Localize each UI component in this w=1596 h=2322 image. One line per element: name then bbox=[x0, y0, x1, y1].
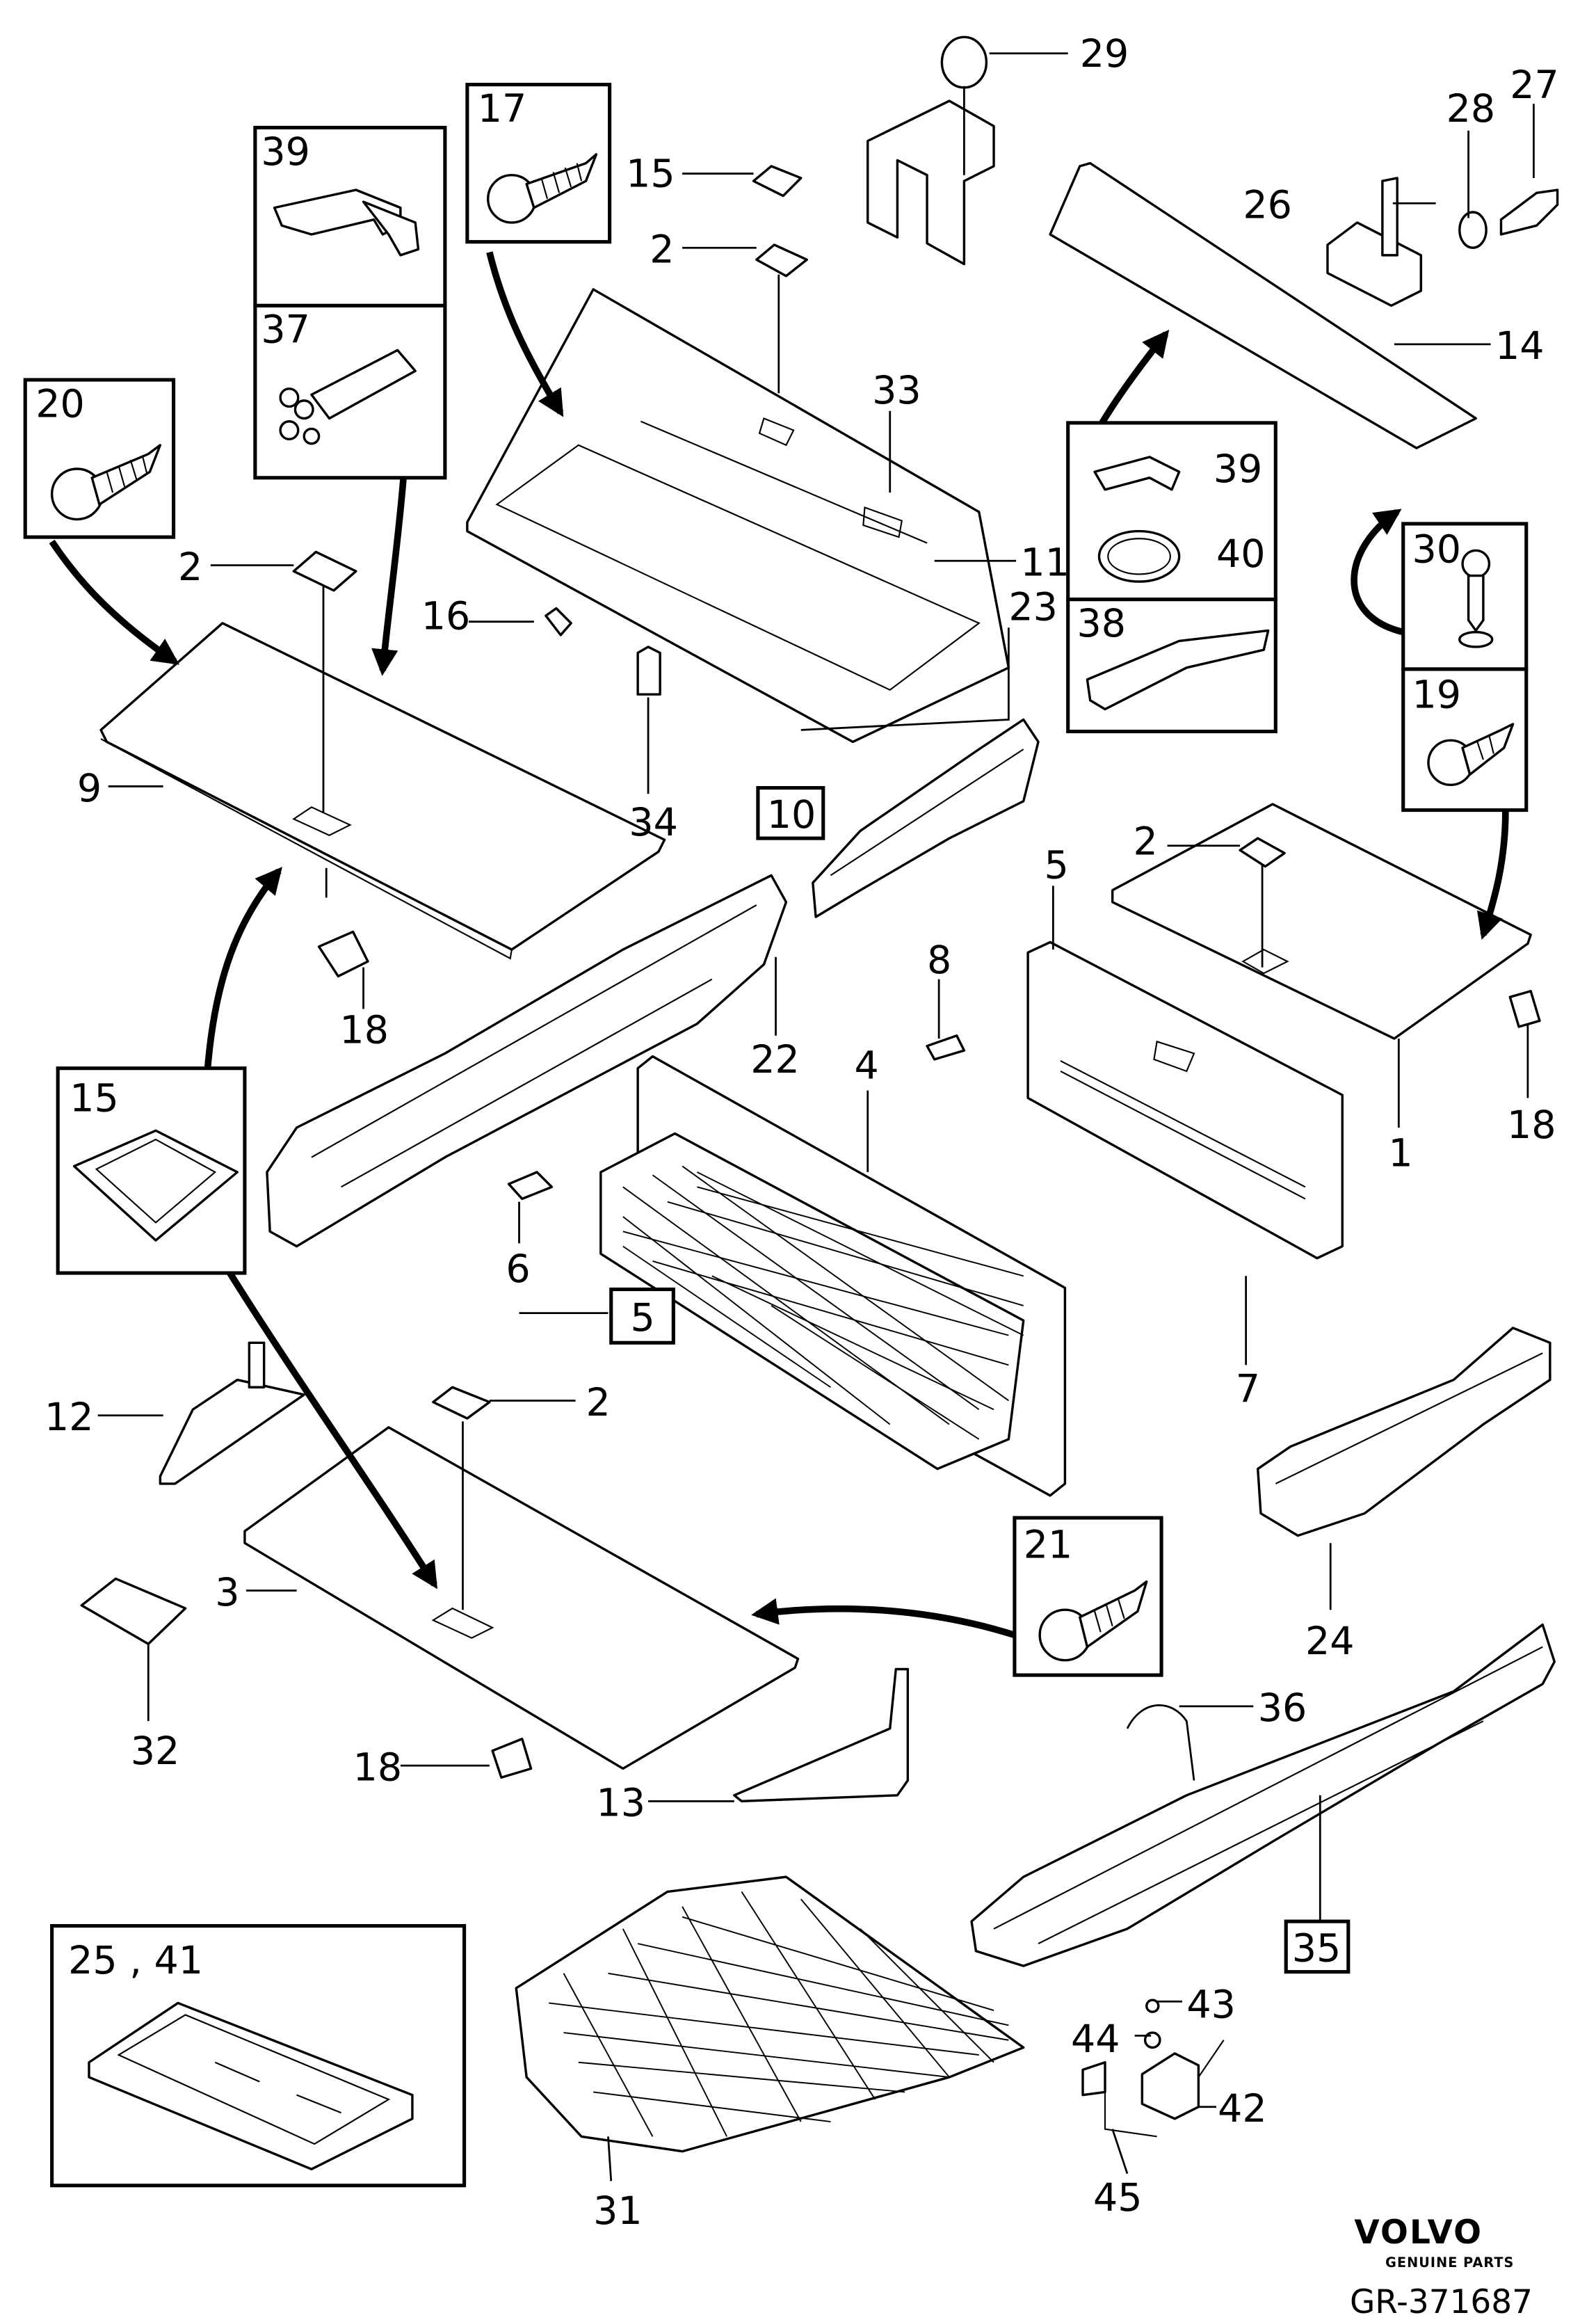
part-1-floor-panel bbox=[1111, 803, 1532, 1040]
inset-30-screw-washer bbox=[1401, 522, 1529, 671]
callout-32: 32 bbox=[131, 1729, 180, 1774]
inset-19-screw bbox=[1401, 667, 1529, 812]
part-3-floor-panel bbox=[243, 1426, 800, 1770]
callout-44: 44 bbox=[1071, 2017, 1120, 2062]
part-23-side-rail bbox=[812, 718, 1040, 918]
callout-35: 35 bbox=[1292, 1927, 1341, 1971]
callout-45: 45 bbox=[1093, 2176, 1143, 2220]
callout-11: 11 bbox=[1020, 541, 1070, 586]
part-4-net-panel bbox=[599, 1055, 1067, 1497]
inset-21-screw bbox=[1013, 1516, 1163, 1677]
callout-26: 26 bbox=[1243, 184, 1292, 228]
callout-40: 40 bbox=[1216, 532, 1266, 577]
part-10-hinged-panel bbox=[466, 288, 1010, 744]
part-36-hook bbox=[1126, 1704, 1195, 1781]
callout-18-left: 18 bbox=[339, 1008, 389, 1052]
callout-1: 1 bbox=[1388, 1131, 1412, 1176]
part-32-cap bbox=[80, 1577, 187, 1645]
callout-21: 21 bbox=[1024, 1523, 1073, 1568]
callout-23: 23 bbox=[1008, 586, 1058, 630]
callout-35-box bbox=[1284, 1919, 1351, 1974]
callout-4: 4 bbox=[855, 1044, 879, 1089]
part-29-bracket bbox=[866, 35, 995, 266]
small-fasteners bbox=[292, 165, 1541, 1779]
callout-5-box bbox=[609, 1287, 675, 1345]
brand-tagline: GENUINE PARTS bbox=[1385, 2255, 1514, 2271]
callout-30: 30 bbox=[1412, 527, 1462, 572]
callout-19: 19 bbox=[1412, 673, 1462, 717]
part-35-side-rail bbox=[970, 1623, 1556, 1967]
assembly-arrows bbox=[49, 251, 1509, 1639]
callout-36: 36 bbox=[1258, 1686, 1307, 1731]
callout-5: 5 bbox=[1045, 844, 1069, 888]
inset-17-screw bbox=[465, 83, 612, 244]
callout-labels: 29 28 27 26 14 15 2 33 11 23 2 16 9 34 1… bbox=[35, 32, 1559, 2234]
inset-37-strap bbox=[253, 303, 447, 480]
callout-43: 43 bbox=[1186, 1983, 1236, 2028]
inset-39-40-clip-ring bbox=[1066, 421, 1277, 602]
callout-6: 6 bbox=[506, 1247, 530, 1292]
part-13-side-cover bbox=[733, 1667, 910, 1803]
callout-2-lower: 2 bbox=[586, 1381, 610, 1425]
callout-3: 3 bbox=[215, 1571, 239, 1615]
callout-10: 10 bbox=[767, 793, 816, 838]
callout-7: 7 bbox=[1236, 1368, 1260, 1412]
callout-2-top: 2 bbox=[650, 228, 674, 273]
callout-5-boxed: 5 bbox=[630, 1296, 654, 1340]
callout-18-lower: 18 bbox=[353, 1745, 403, 1790]
part-24-side-rail bbox=[1256, 1327, 1551, 1537]
callout-27: 27 bbox=[1510, 63, 1559, 108]
callout-31: 31 bbox=[593, 2189, 643, 2234]
callout-18-right: 18 bbox=[1507, 1103, 1556, 1148]
callout-9: 9 bbox=[77, 767, 102, 811]
inset-39-clip bbox=[253, 125, 447, 307]
leader-lines bbox=[97, 52, 1535, 2181]
inset-25-41-tray bbox=[50, 1923, 467, 2188]
callout-8: 8 bbox=[927, 938, 951, 983]
inset-20-screw bbox=[23, 378, 176, 539]
callout-42: 42 bbox=[1218, 2087, 1267, 2131]
callout-16: 16 bbox=[421, 594, 471, 639]
callout-34: 34 bbox=[629, 801, 678, 845]
part-31-cargo-net bbox=[515, 1875, 1025, 2153]
callout-15-inset: 15 bbox=[70, 1077, 119, 1121]
callout-17: 17 bbox=[478, 87, 527, 131]
part-26-28-bracket-fastener bbox=[1326, 177, 1559, 307]
callout-10-box bbox=[756, 786, 825, 840]
callout-37: 37 bbox=[261, 308, 310, 353]
callout-2-left: 2 bbox=[178, 545, 202, 590]
callout-20: 20 bbox=[35, 382, 85, 426]
callout-2-right: 2 bbox=[1134, 820, 1158, 865]
inset-38-strap bbox=[1066, 598, 1277, 734]
callout-22: 22 bbox=[750, 1038, 800, 1082]
callout-12: 12 bbox=[45, 1395, 94, 1440]
part-12-side-cover bbox=[159, 1341, 305, 1485]
inset-15-cover bbox=[56, 1066, 247, 1275]
callout-15: 15 bbox=[626, 152, 675, 197]
callout-25-41: 25 , 41 bbox=[68, 1939, 203, 1983]
callout-29: 29 bbox=[1080, 32, 1129, 77]
callout-39-inset-left: 39 bbox=[261, 130, 310, 175]
callout-38: 38 bbox=[1077, 602, 1126, 646]
callout-24: 24 bbox=[1305, 1619, 1355, 1664]
part-14-rail bbox=[1049, 161, 1477, 449]
part-22-side-rail bbox=[266, 874, 788, 1248]
callout-14: 14 bbox=[1495, 324, 1545, 369]
callout-28: 28 bbox=[1446, 87, 1496, 131]
callout-33: 33 bbox=[872, 369, 921, 413]
callout-39-inset-right: 39 bbox=[1214, 447, 1263, 492]
brand-logo: VOLVO bbox=[1354, 2213, 1483, 2252]
callout-13: 13 bbox=[596, 1781, 645, 1826]
part-9-floor-panel bbox=[99, 622, 666, 960]
part-5-divider bbox=[1026, 940, 1344, 1260]
diagram-reference: GR-371687 bbox=[1350, 2283, 1533, 2321]
brand-block: VOLVO GENUINE PARTS GR-371687 bbox=[1350, 2213, 1533, 2321]
